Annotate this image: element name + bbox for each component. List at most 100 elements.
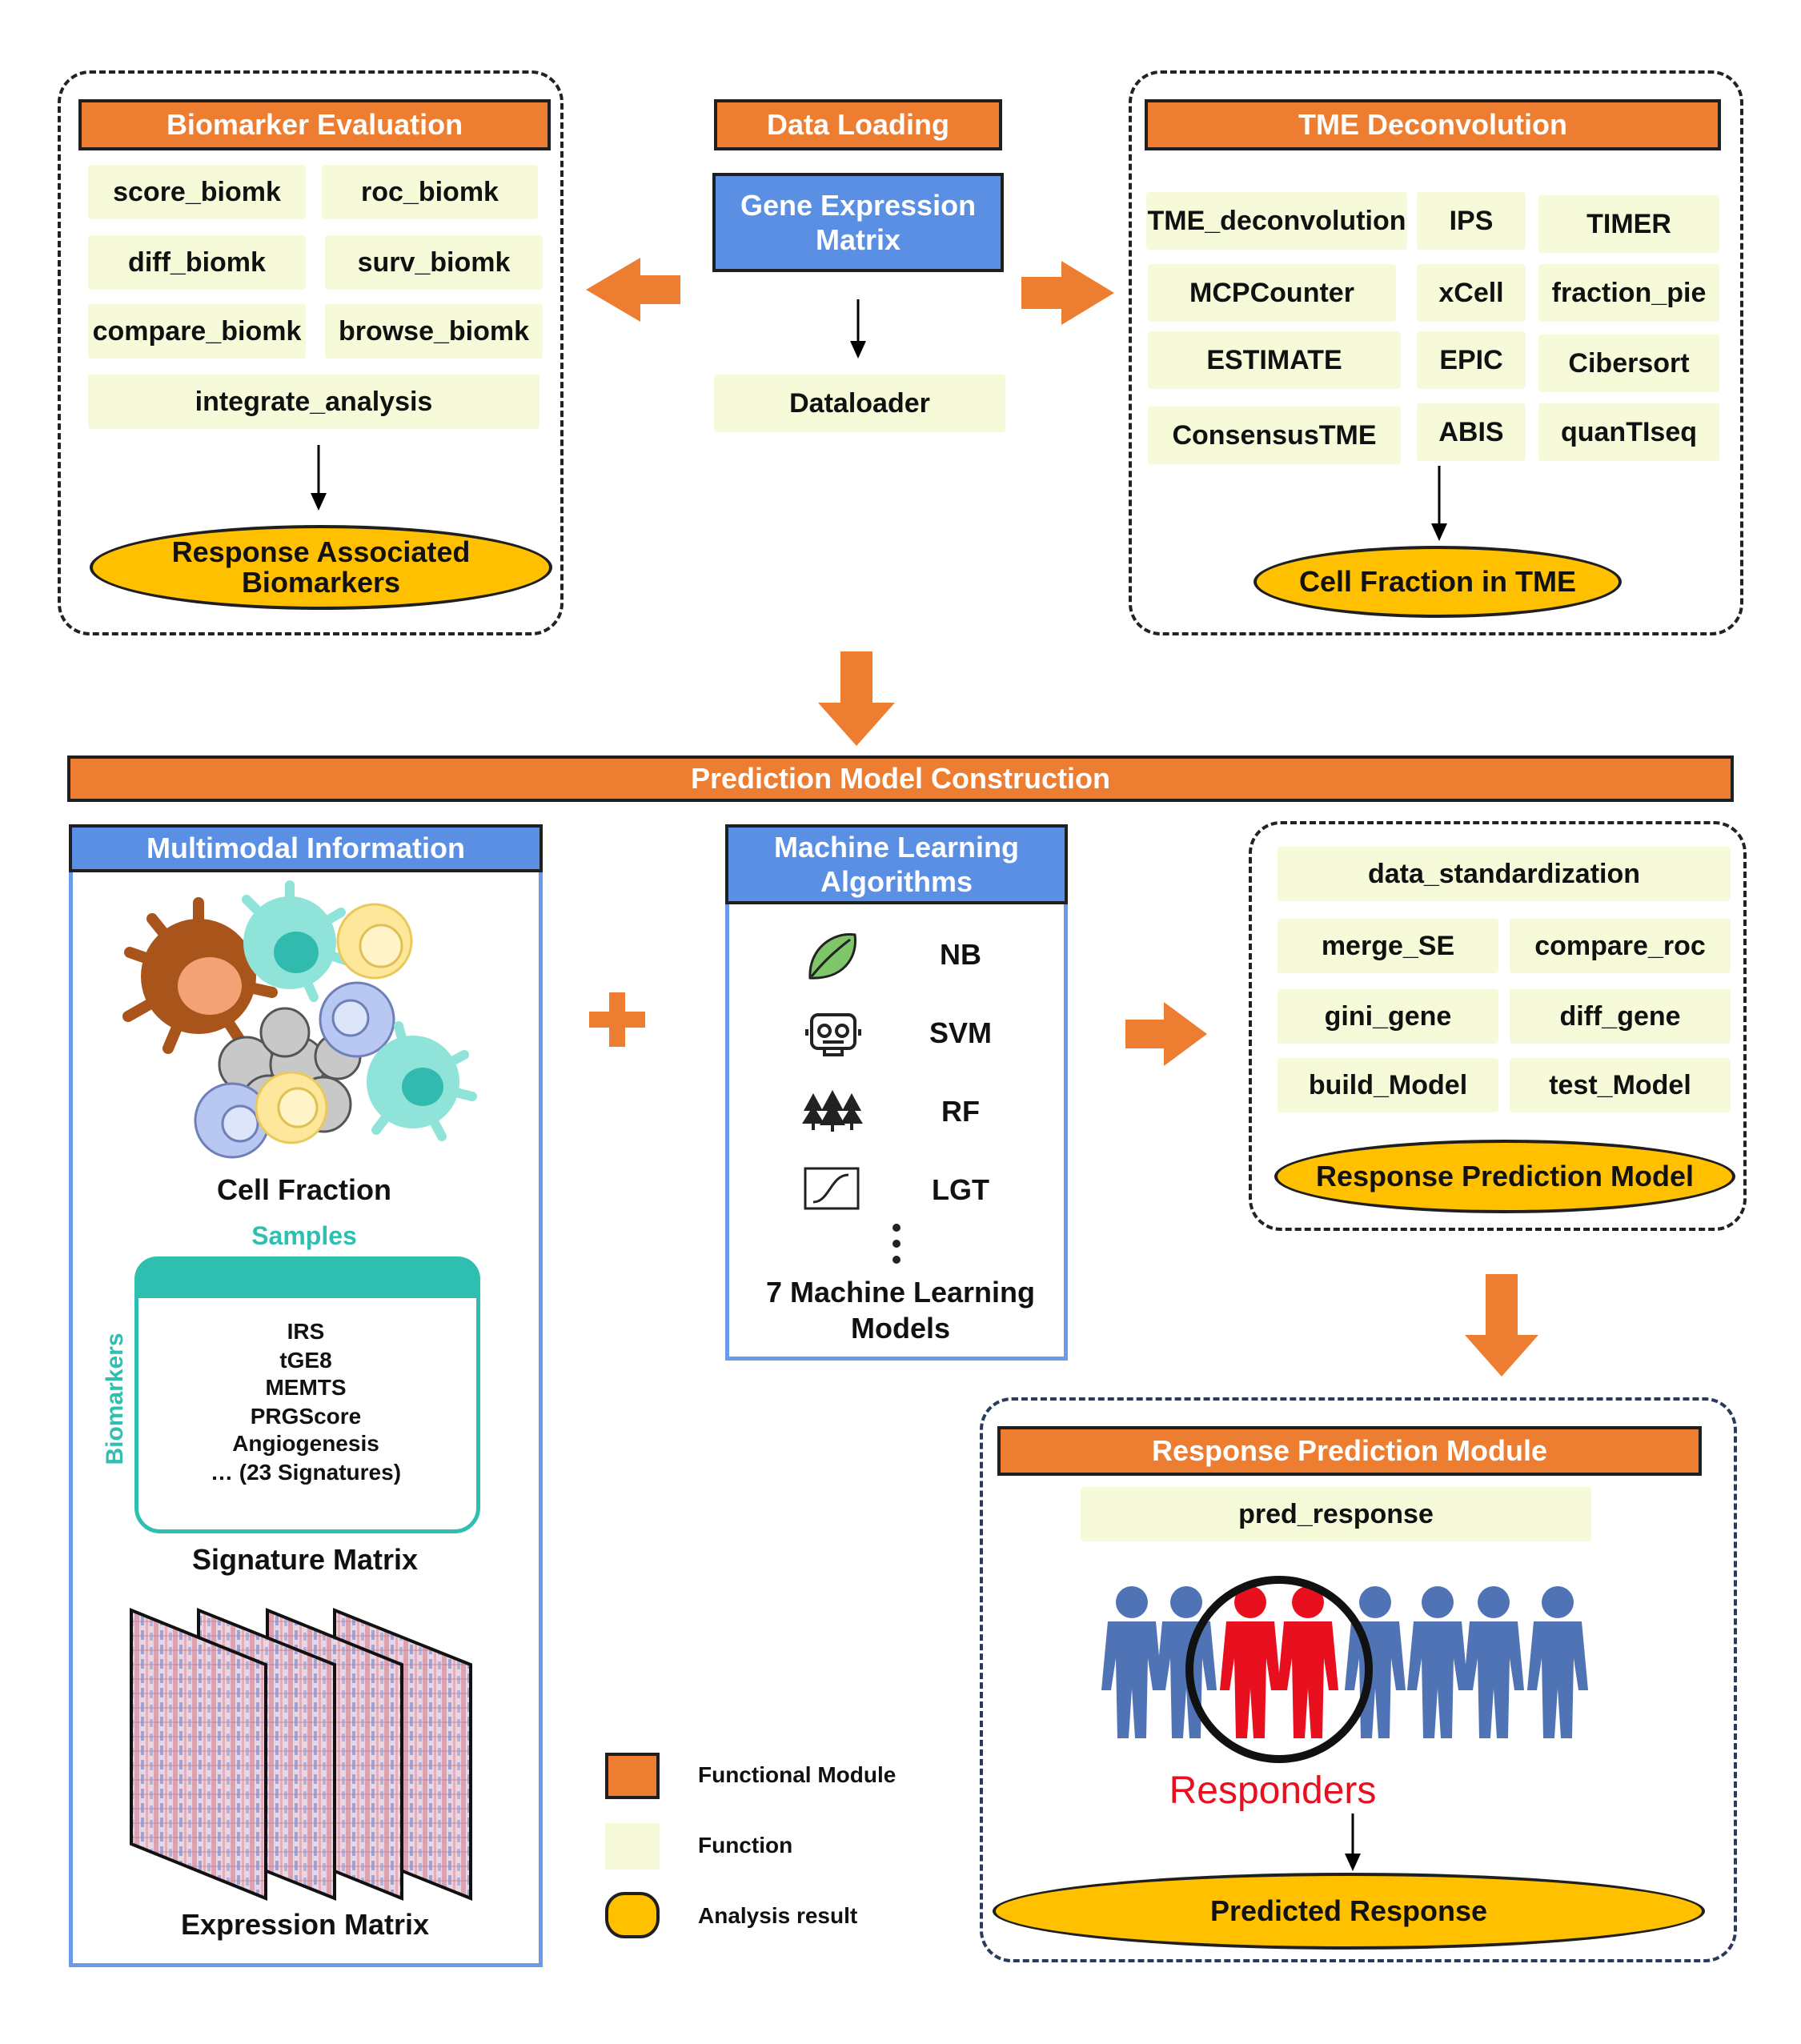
function-diff-biomk: diff_biomk (88, 235, 306, 290)
yellow-cell-icon-bottom (255, 1071, 328, 1144)
function-fraction-pie: fraction_pie (1538, 264, 1719, 322)
ml-model-rf: RF (941, 1095, 980, 1128)
function-quantiseq: quanTIseq (1538, 403, 1719, 461)
function-tme-deconvolution: TME_deconvolution (1146, 192, 1407, 250)
response-prediction-module-title: Response Prediction Module (997, 1426, 1702, 1476)
expression-matrix-label: Expression Matrix (180, 1908, 430, 1941)
legend-swatch-functional-module (605, 1753, 660, 1799)
function-epic: EPIC (1417, 331, 1526, 389)
macrophage-icon-right (367, 1021, 477, 1141)
leaf-icon (808, 933, 856, 980)
function-data-standardization: data_standardization (1278, 847, 1731, 901)
signature-matrix-label: Signature Matrix (191, 1543, 419, 1576)
function-merge-se: merge_SE (1278, 919, 1498, 973)
multimodal-information-title: Multimodal Information (69, 824, 543, 872)
ml-algorithms-title: Machine Learning Algorithms (725, 824, 1068, 904)
tme-deconvolution-panel (1129, 70, 1743, 635)
legend-swatch-analysis-result (605, 1892, 660, 1938)
function-dataloader: Dataloader (714, 375, 1005, 432)
person-icon-3-responder (1220, 1586, 1281, 1738)
person-icon-5 (1345, 1586, 1406, 1738)
function-consensustme: ConsensusTME (1148, 407, 1401, 464)
signature-irs: IRS (287, 1319, 325, 1344)
function-abis: ABIS (1417, 403, 1526, 461)
ellipsis-icon (892, 1224, 900, 1264)
trees-icon (802, 1090, 863, 1132)
data-loading-title: Data Loading (714, 99, 1002, 150)
tumor-cell-icon (122, 897, 278, 1054)
yellow-cell-icon-top (336, 903, 413, 980)
macrophage-icon-top (242, 880, 351, 1002)
function-test-model: test_Model (1510, 1058, 1731, 1112)
ml-models-footer: 7 Machine Learning Models (765, 1276, 1036, 1345)
legend-label-analysis-result: Analysis result (698, 1903, 858, 1928)
function-estimate: ESTIMATE (1148, 331, 1401, 389)
function-score-biomk: score_biomk (88, 165, 306, 219)
signature-angiogenesis: Angiogenesis (232, 1431, 379, 1456)
function-timer: TIMER (1538, 195, 1719, 253)
function-pred-response: pred_response (1081, 1487, 1591, 1541)
cell-fraction-in-tme-result: Cell Fraction in TME (1253, 546, 1622, 618)
function-cibersort: Cibersort (1538, 335, 1719, 392)
biomarker-evaluation-title: Biomarker Evaluation (78, 99, 551, 150)
function-compare-roc: compare_roc (1510, 919, 1731, 973)
responder-highlight-ring (1185, 1576, 1373, 1763)
person-icon-7 (1463, 1586, 1524, 1738)
legend-swatch-function (605, 1823, 660, 1870)
ml-model-svm: SVM (929, 1016, 992, 1049)
response-prediction-module-panel (980, 1397, 1737, 1962)
heatmap-layer-1 (130, 1608, 267, 1901)
person-icon-1 (1101, 1586, 1162, 1738)
samples-label: Samples (251, 1220, 357, 1250)
biomarker-evaluation-panel (58, 70, 564, 635)
signature-more: … (23 Signatures) (210, 1460, 402, 1485)
responders-label: Responders (1169, 1769, 1377, 1812)
ml-model-lgt: LGT (932, 1173, 989, 1206)
response-associated-biomarkers-result: Response Associated Biomarkers (90, 525, 552, 610)
predicted-response-result: Predicted Response (993, 1873, 1705, 1950)
legend-label-functional-module: Functional Module (698, 1762, 896, 1787)
ml-model-nb: NB (940, 938, 981, 971)
function-integrate-analysis: integrate_analysis (88, 375, 539, 429)
legend-label-function: Function (698, 1833, 793, 1858)
function-mcpcounter: MCPCounter (1148, 264, 1396, 322)
function-xcell: xCell (1417, 264, 1526, 322)
tme-deconvolution-title: TME Deconvolution (1145, 99, 1721, 150)
robot-icon (805, 1013, 861, 1056)
blue-cell-icon-mid (319, 981, 395, 1058)
signature-matrix-header-bar (134, 1256, 480, 1298)
function-browse-biomk: browse_biomk (325, 304, 543, 359)
person-icon-4-responder (1278, 1586, 1338, 1738)
response-prediction-model-result: Response Prediction Model (1274, 1140, 1735, 1213)
person-icon-6 (1407, 1586, 1468, 1738)
function-compare-biomk: compare_biomk (88, 304, 306, 359)
function-build-model: build_Model (1278, 1058, 1498, 1112)
function-ips: IPS (1417, 192, 1526, 250)
function-gini-gene: gini_gene (1278, 989, 1498, 1044)
function-diff-gene: diff_gene (1510, 989, 1731, 1044)
signature-prgscore: PRGScore (250, 1404, 362, 1429)
person-icon-8 (1527, 1586, 1588, 1738)
function-surv-biomk: surv_biomk (325, 235, 543, 290)
function-roc-biomk: roc_biomk (322, 165, 538, 219)
signature-memts: MEMTS (265, 1375, 347, 1400)
prediction-model-construction-title: Prediction Model Construction (67, 755, 1734, 802)
signature-tge8: tGE8 (279, 1348, 332, 1373)
cell-fraction-label: Cell Fraction (216, 1173, 392, 1206)
gene-expression-matrix: Gene Expression Matrix (712, 173, 1004, 272)
sigmoid-icon (804, 1167, 860, 1210)
model-functions-panel (1249, 821, 1747, 1231)
